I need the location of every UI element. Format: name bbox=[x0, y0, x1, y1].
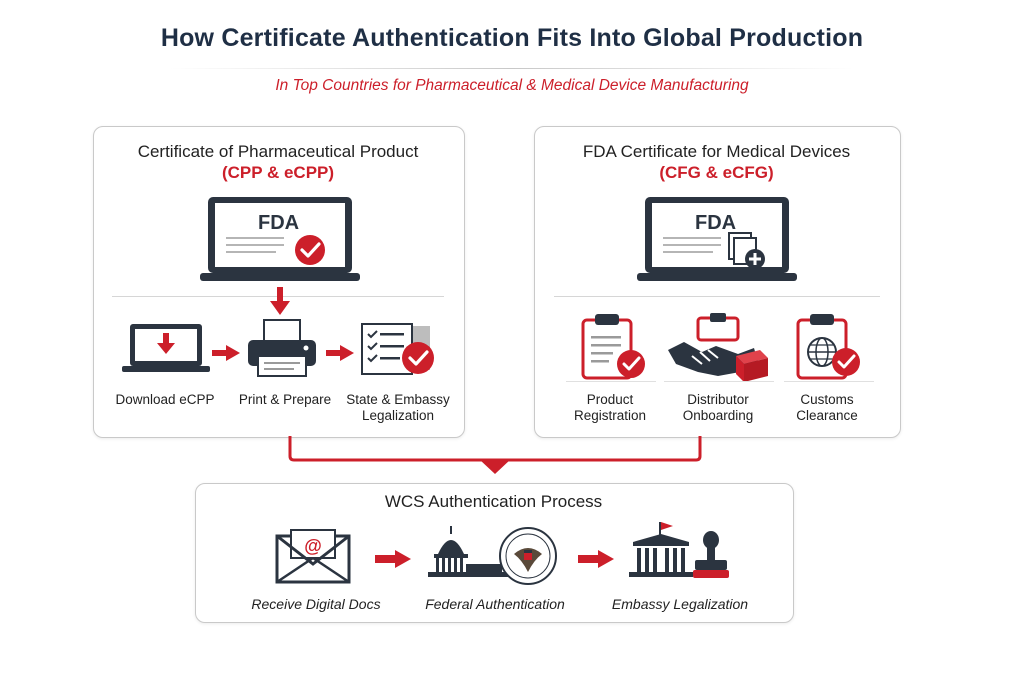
laptop-certificate-icon: FDA bbox=[200, 197, 360, 281]
cfg-panel-title: FDA Certificate for Medical Devices bbox=[582, 142, 851, 161]
laptop-download-icon bbox=[122, 324, 210, 372]
cpp-fda-screen-text: FDA bbox=[258, 212, 299, 234]
email-envelope-icon: @ bbox=[275, 529, 351, 584]
handshake-icon bbox=[668, 313, 768, 382]
cfg-panel-subtitle: (CFG & eCFG) bbox=[659, 163, 774, 182]
step-label-line: Onboarding bbox=[682, 408, 754, 423]
step-label-line: Registration bbox=[573, 408, 647, 423]
step-label-distributor-onboarding: Distributor Onboarding bbox=[663, 392, 773, 424]
title-divider bbox=[170, 68, 854, 69]
step-label-line: Customs bbox=[800, 392, 854, 407]
printer-icon bbox=[248, 319, 316, 377]
step-label-federal-authentication: Federal Authentication bbox=[425, 596, 565, 612]
icon-shadow bbox=[784, 381, 874, 382]
step-label-download-ecpp: Download eCPP bbox=[115, 392, 215, 407]
clipboard-check-icon bbox=[581, 314, 645, 380]
cfg-divider bbox=[554, 296, 880, 297]
cpp-panel-title: Certificate of Pharmaceutical Product bbox=[137, 142, 419, 161]
laptop-device-certificate-icon: FDA bbox=[637, 197, 797, 281]
embassy-stamp-icon bbox=[629, 522, 729, 578]
step-label-print-prepare: Print & Prepare bbox=[238, 392, 332, 407]
page-title: How Certificate Authentication Fits Into… bbox=[160, 24, 864, 52]
page-subtitle: In Top Countries for Pharmaceutical & Me… bbox=[275, 77, 749, 94]
step-label-line: Distributor bbox=[687, 392, 749, 407]
clipboard-globe-icon bbox=[796, 314, 860, 380]
step-label-product-registration: Product Registration bbox=[555, 392, 665, 424]
merge-connector-arrow bbox=[288, 436, 702, 474]
step-label-state-embassy: State & Embassy Legalization bbox=[343, 392, 453, 424]
arrow-right-icon bbox=[578, 550, 614, 568]
cpp-panel bbox=[93, 126, 465, 438]
arrow-down-icon bbox=[270, 287, 290, 315]
step-label-receive-digital-docs: Receive Digital Docs bbox=[251, 596, 381, 612]
arrow-right-icon bbox=[326, 345, 354, 361]
wcs-panel-title: WCS Authentication Process bbox=[384, 492, 603, 511]
step-label-line: Clearance bbox=[796, 408, 858, 423]
arrow-right-icon bbox=[375, 550, 411, 568]
capitol-seal-icon bbox=[428, 526, 557, 585]
arrow-right-icon bbox=[212, 345, 240, 361]
cpp-panel-subtitle: (CPP & eCPP) bbox=[221, 163, 335, 182]
icon-shadow bbox=[664, 381, 774, 382]
cfg-fda-screen-text: FDA bbox=[695, 212, 736, 234]
step-label-line: Legalization bbox=[361, 408, 435, 423]
checklist-icon bbox=[361, 323, 434, 375]
step-label-line: State & Embassy bbox=[346, 392, 450, 407]
svg-text:@: @ bbox=[304, 536, 322, 556]
step-label-customs-clearance: Customs Clearance bbox=[772, 392, 882, 424]
icon-shadow bbox=[566, 381, 656, 382]
step-label-embassy-legalization: Embassy Legalization bbox=[611, 596, 749, 612]
step-label-line: Product bbox=[586, 392, 634, 407]
cfg-panel bbox=[534, 126, 901, 438]
